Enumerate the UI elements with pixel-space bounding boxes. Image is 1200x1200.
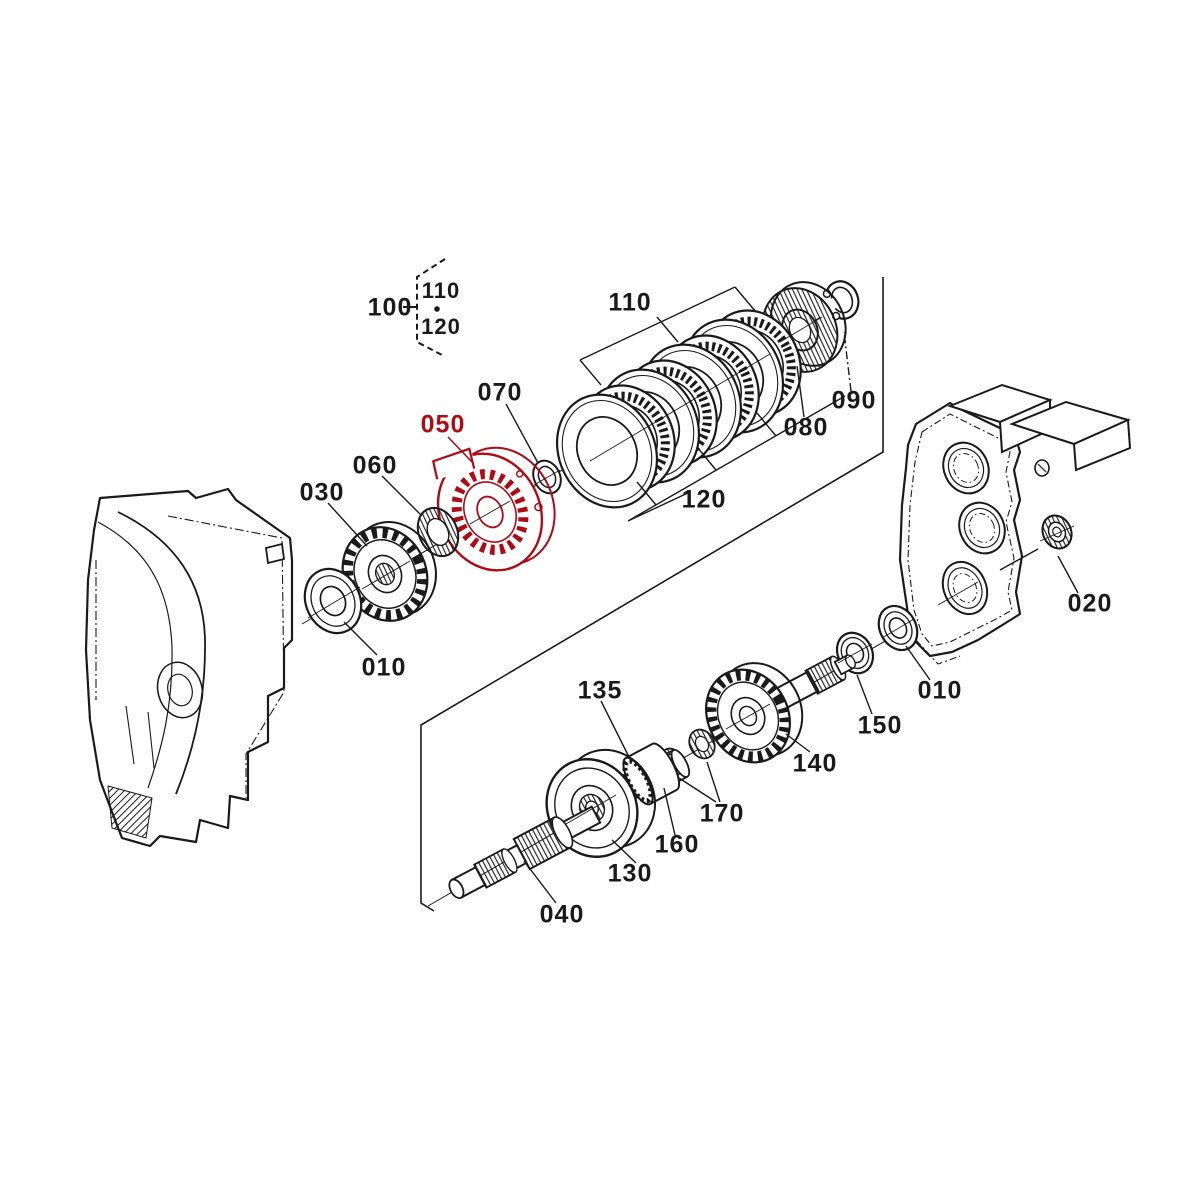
callout-010-left[interactable]: 010 <box>361 653 407 682</box>
centerline-ticks <box>307 316 1075 825</box>
part-050-clutch-drum[interactable] <box>413 417 573 588</box>
bracket-dot <box>434 306 440 312</box>
callout-170[interactable]: 170 <box>699 799 745 828</box>
callout-070[interactable]: 070 <box>477 378 523 407</box>
callout-050[interactable]: 050 <box>420 410 466 439</box>
part-clutch-housing[interactable] <box>84 487 294 848</box>
callout-150[interactable]: 150 <box>857 711 903 740</box>
part-transmission-cover[interactable] <box>898 383 1132 665</box>
callout-120-bracket[interactable]: 120 <box>421 314 461 339</box>
callout-120[interactable]: 120 <box>681 485 727 514</box>
callout-135[interactable]: 135 <box>577 676 623 705</box>
callout-090[interactable]: 090 <box>831 386 877 415</box>
callout-110-bracket[interactable]: 110 <box>421 278 461 303</box>
part-170-needle-bearing-b[interactable] <box>684 725 719 763</box>
callout-160[interactable]: 160 <box>654 830 700 859</box>
callout-060[interactable]: 060 <box>352 451 398 480</box>
part-010-bearing-left[interactable] <box>295 560 372 643</box>
leader-lines <box>327 286 1079 904</box>
callout-140[interactable]: 140 <box>792 749 838 778</box>
callout-020[interactable]: 020 <box>1067 589 1113 618</box>
group-frame <box>420 277 884 912</box>
callout-130[interactable]: 130 <box>607 859 653 888</box>
callout-080[interactable]: 080 <box>783 413 829 442</box>
part-040-splined-shaft[interactable] <box>443 800 604 907</box>
group-bracket-100 <box>403 258 446 357</box>
callout-010-right[interactable]: 010 <box>917 676 963 705</box>
part-110-120-clutch-plates[interactable] <box>537 295 818 525</box>
part-060-collar[interactable] <box>410 501 466 562</box>
callout-110[interactable]: 110 <box>608 288 652 317</box>
callout-100[interactable]: 100 <box>367 293 413 322</box>
callout-030[interactable]: 030 <box>299 478 345 507</box>
part-020-bearing[interactable] <box>1037 511 1077 554</box>
housing-slot <box>265 542 285 565</box>
callout-040[interactable]: 040 <box>539 900 585 929</box>
